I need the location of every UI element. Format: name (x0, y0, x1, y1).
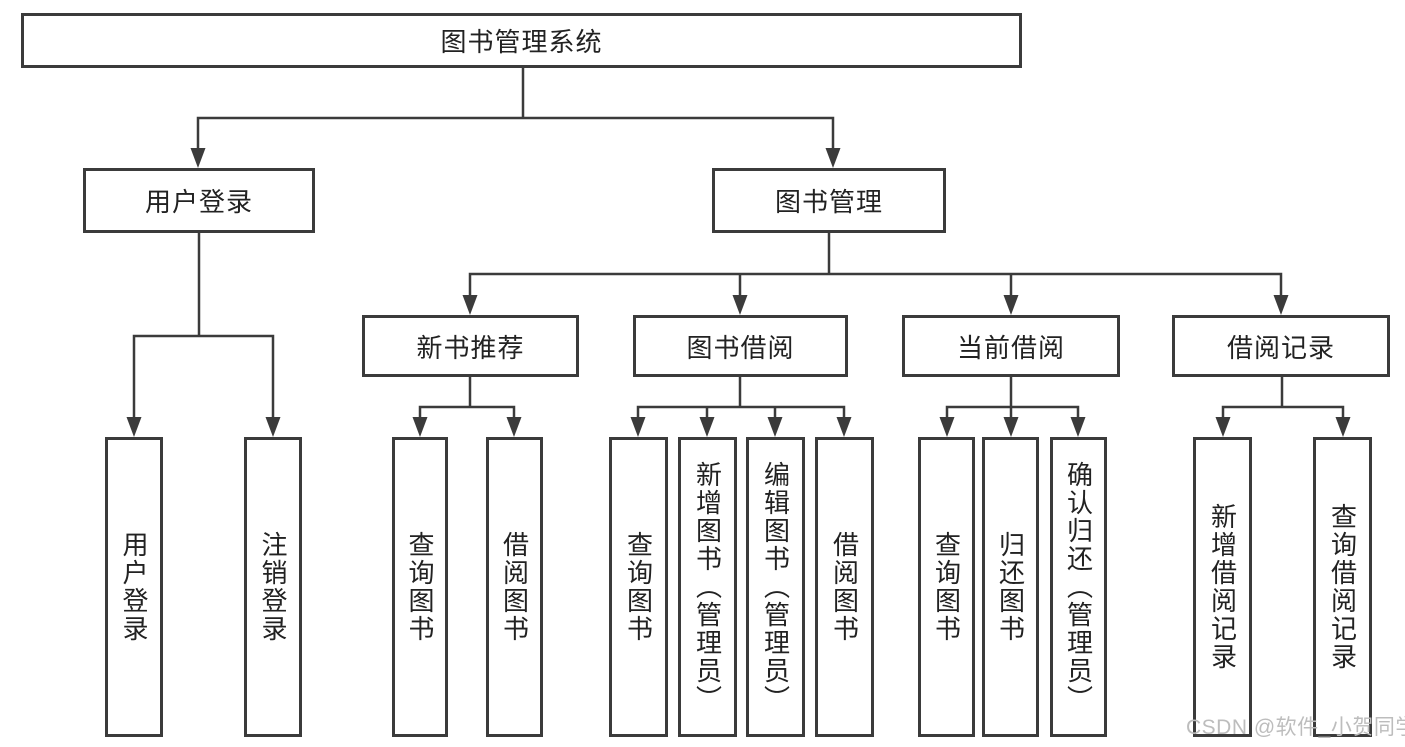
node-label: 图书管理 (774, 187, 883, 217)
leaf-label: 查询图书 (931, 531, 962, 643)
connector-root-to-level2 (190, 68, 841, 168)
leaf-label: 归还图书 (995, 531, 1026, 643)
leaf-label: 查询图书 (405, 531, 435, 643)
leaf-add-borrow-record: 新增借阅记录 (1193, 437, 1252, 737)
node-label: 新书推荐 (416, 332, 525, 363)
leaf-label: 确认归还（管理员） (1063, 461, 1094, 713)
leaf-label: 查询借阅记录 (1327, 503, 1358, 671)
leaf-borrow-books-recommend: 借阅图书 (486, 437, 543, 737)
leaf-borrow-books-borrowing: 借阅图书 (815, 437, 874, 737)
node-current-borrowing: 当前借阅 (902, 315, 1120, 377)
leaf-label: 查询图书 (623, 531, 654, 643)
connector-user-login-branch (126, 233, 281, 437)
connector-book-borrowing-branch (630, 377, 852, 437)
leaf-label: 新增借阅记录 (1207, 503, 1238, 671)
node-label: 图书借阅 (686, 332, 795, 363)
node-label: 借阅记录 (1226, 332, 1335, 363)
connector-borrowing-records-branch (1215, 377, 1351, 437)
leaf-confirm-return-admin: 确认归还（管理员） (1050, 437, 1107, 737)
node-user-login: 用户登录 (83, 168, 315, 233)
leaf-label: 借阅图书 (499, 531, 530, 643)
csdn-watermark: CSDN @软件_小贺同学 (1186, 716, 1405, 739)
leaf-add-books-admin: 新增图书（管理员） (678, 437, 737, 737)
node-new-book-recommend: 新书推荐 (362, 315, 579, 377)
node-borrowing-records: 借阅记录 (1172, 315, 1390, 377)
node-book-management: 图书管理 (712, 168, 946, 233)
leaf-label: 编辑图书（管理员） (760, 461, 791, 713)
node-book-borrowing: 图书借阅 (633, 315, 848, 377)
node-root-system: 图书管理系统 (21, 13, 1022, 68)
leaf-edit-books-admin: 编辑图书（管理员） (746, 437, 805, 737)
leaf-query-books-borrowing: 查询图书 (609, 437, 668, 737)
connector-current-borrowing-branch (939, 377, 1086, 437)
node-label: 图书管理系统 (440, 27, 603, 57)
leaf-label: 注销登录 (258, 531, 288, 643)
leaf-query-books-current: 查询图书 (918, 437, 975, 737)
leaf-label: 新增图书（管理员） (692, 461, 723, 713)
connector-new-book-recommend-branch (412, 377, 522, 437)
node-label: 当前借阅 (956, 332, 1065, 363)
connector-book-management-branch (462, 233, 1289, 315)
leaf-label: 用户登录 (119, 531, 149, 643)
leaf-label: 借阅图书 (829, 531, 860, 643)
node-label: 用户登录 (144, 187, 253, 217)
leaf-return-books: 归还图书 (982, 437, 1039, 737)
leaf-logout-login: 注销登录 (244, 437, 302, 737)
leaf-query-books-recommend: 查询图书 (392, 437, 448, 737)
leaf-query-borrow-record: 查询借阅记录 (1313, 437, 1372, 737)
leaf-user-login: 用户登录 (105, 437, 163, 737)
